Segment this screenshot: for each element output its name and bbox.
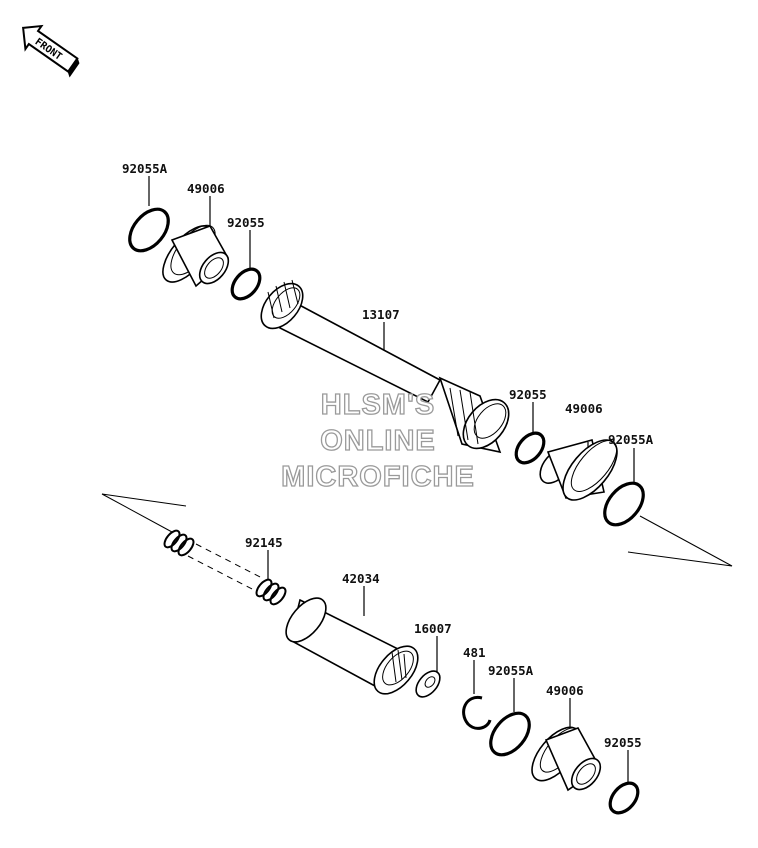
axis-guide-left bbox=[101, 493, 187, 533]
leader-lines bbox=[148, 176, 635, 782]
o-ring-92055-mid bbox=[514, 431, 546, 465]
label-13107: 13107 bbox=[362, 307, 400, 322]
label-49006-top: 49006 bbox=[187, 181, 225, 196]
circlip-481 bbox=[462, 695, 492, 730]
spring-dashed-guide bbox=[187, 543, 263, 591]
label-92055-mid: 92055 bbox=[509, 387, 547, 402]
spring-92145 bbox=[255, 578, 287, 606]
label-49006-mid: 49006 bbox=[565, 401, 603, 416]
spring-92145-far bbox=[163, 529, 195, 557]
o-ring-92055a-bottom bbox=[489, 711, 531, 757]
o-ring-92055-bottom bbox=[608, 781, 640, 815]
boot-49006-mid bbox=[539, 439, 618, 501]
watermark: HLSM'S ONLINE MICROFICHE bbox=[281, 388, 475, 493]
axis-guide-right bbox=[627, 515, 733, 567]
o-ring-92055a-top bbox=[128, 207, 170, 253]
drive-shaft-13107 bbox=[260, 279, 510, 454]
watermark-line2: ONLINE bbox=[320, 425, 436, 457]
watermark-line1: HLSM'S bbox=[321, 389, 435, 421]
label-481: 481 bbox=[463, 645, 486, 660]
watermark-line3: MICROFICHE bbox=[281, 461, 475, 493]
label-92055-bottom: 92055 bbox=[604, 735, 642, 750]
label-49006-bottom: 49006 bbox=[546, 683, 584, 698]
label-92055a-bottom: 92055A bbox=[488, 663, 534, 678]
o-ring-92055-top bbox=[230, 267, 262, 301]
washer-16007 bbox=[415, 670, 441, 698]
label-92055a-mid: 92055A bbox=[608, 432, 654, 447]
o-ring-92055a-mid bbox=[603, 481, 645, 527]
sleeve-42034 bbox=[285, 597, 419, 695]
front-direction-badge: FRONT bbox=[22, 24, 80, 78]
label-92055a-top: 92055A bbox=[122, 161, 168, 176]
boot-49006-bottom bbox=[531, 726, 602, 792]
label-92145: 92145 bbox=[245, 535, 283, 550]
part-labels: 92055A 49006 92055 13107 92055 49006 920… bbox=[122, 161, 654, 750]
label-92055-top: 92055 bbox=[227, 215, 265, 230]
boot-49006-top bbox=[162, 224, 230, 288]
label-42034: 42034 bbox=[342, 571, 380, 586]
label-16007: 16007 bbox=[414, 621, 452, 636]
